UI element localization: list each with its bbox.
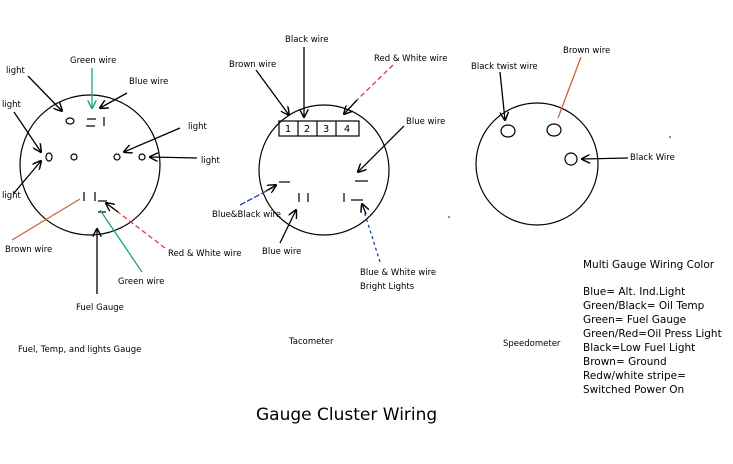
light-arrow-1: [27, 75, 62, 111]
fuel-temp-lights-gauge: Green wire Blue wire light light light l…: [2, 56, 241, 355]
legend-line: Black=Low Fuel Light: [583, 342, 695, 354]
light-socket-center-right: [113, 153, 121, 161]
tach-brown-wire-label: Brown wire: [229, 60, 276, 70]
tach-brown-wire-arrow: [255, 69, 289, 115]
legend-line: Green/Black= Oil Temp: [583, 300, 705, 312]
pin-4: 4: [344, 124, 350, 135]
light-socket-right: [138, 153, 146, 161]
tachometer-body: [258, 104, 390, 236]
light-socket-left: [45, 152, 53, 162]
tach-blue-white-arrowhead: [362, 204, 366, 215]
speedo-brown-wire-label: Brown wire: [563, 46, 610, 56]
pin-3: 3: [323, 124, 329, 135]
red-white-wire-label: Red & White wire: [168, 249, 241, 259]
red-white-wire-line: [105, 202, 166, 249]
tachometer-gauge: 1 2 3 4 Black wire Brown wire Red & Whit…: [212, 35, 447, 347]
speedo-black-wire-label: Black Wire: [630, 153, 675, 163]
light-arrow-3: [124, 127, 181, 152]
speedo-hole-lower: [564, 152, 578, 166]
fuel-gauge-caption: Fuel, Temp, and lights Gauge: [18, 345, 141, 355]
blue-wire-arrow: [100, 92, 128, 108]
tach-red-white-label: Red & White wire: [374, 54, 447, 64]
tach-black-wire-label: Black wire: [285, 35, 329, 45]
legend-line: Green/Red=Oil Press Light: [583, 328, 722, 340]
tach-blue-wire-label: Blue wire: [406, 117, 445, 127]
stray-dot: [669, 136, 671, 138]
light-arrow-2: [13, 111, 41, 152]
red-white-arrowhead: [106, 203, 119, 213]
green-wire-bottom-line: [99, 209, 143, 273]
speedo-hole-right: [546, 123, 562, 137]
tach-blue-wire-bottom-label: Blue wire: [262, 247, 301, 257]
light-label-3: light: [188, 122, 208, 132]
pin-2: 2: [304, 124, 310, 135]
green-wire-label: Green wire: [70, 56, 116, 66]
tach-blue-wire-bottom-arrow: [279, 210, 296, 244]
legend-line: Blue= Alt. Ind.Light: [583, 286, 685, 298]
diagram-title: Gauge Cluster Wiring: [256, 405, 437, 425]
light-socket-top: [65, 117, 75, 125]
speedometer-caption: Speedometer: [503, 339, 561, 349]
legend-line: Brown= Ground: [583, 356, 667, 368]
fuel-gauge-body: [19, 94, 161, 236]
brown-wire-line: [11, 198, 81, 241]
legend-line: Redw/white stripe=: [583, 370, 686, 382]
tachometer-caption: Tacometer: [288, 337, 334, 347]
speedometer-gauge: Black twist wire Brown wire Black Wire S…: [471, 46, 675, 349]
pin-1: 1: [285, 124, 291, 135]
light-label-2: light: [2, 100, 22, 110]
tach-blue-white-line: [363, 210, 381, 263]
legend-line: Green= Fuel Gauge: [583, 314, 686, 326]
speedo-brown-wire-line: [557, 56, 582, 119]
tach-blue-wire-arrow: [358, 125, 405, 172]
brown-wire-label: Brown wire: [5, 245, 52, 255]
speedo-hole-left: [500, 124, 516, 138]
fuel-gauge-label: Fuel Gauge: [76, 303, 124, 313]
light-socket-center-left: [70, 153, 78, 161]
light-label-4: light: [201, 156, 221, 166]
light-arrow-4: [150, 157, 198, 158]
blue-wire-label: Blue wire: [129, 77, 168, 87]
tach-red-white-line: [356, 64, 394, 101]
speedo-black-twist-label: Black twist wire: [471, 62, 538, 72]
legend-heading: Multi Gauge Wiring Color: [583, 259, 715, 271]
tach-blue-white-label: Blue & White wire: [360, 268, 436, 278]
light-label-5: light: [2, 191, 22, 201]
pin-block: [278, 120, 360, 137]
tach-blue-black-label: Blue&Black wire: [212, 210, 281, 220]
speedometer-body: [475, 102, 599, 226]
speedo-black-twist-arrow: [499, 71, 505, 120]
tach-red-white-arrowhead: [344, 99, 358, 114]
light-arrow-5: [13, 161, 41, 194]
tach-bright-lights-label: Bright Lights: [360, 282, 415, 292]
wiring-color-legend: Multi Gauge Wiring Color Blue= Alt. Ind.…: [583, 259, 722, 396]
tach-blue-black-arrowhead: [265, 185, 276, 191]
speedo-black-wire-arrow: [582, 158, 629, 159]
green-wire-bottom-label: Green wire: [118, 277, 164, 287]
stray-dot: [448, 216, 450, 218]
light-label-1: light: [6, 66, 26, 76]
legend-line: Switched Power On: [583, 384, 684, 396]
